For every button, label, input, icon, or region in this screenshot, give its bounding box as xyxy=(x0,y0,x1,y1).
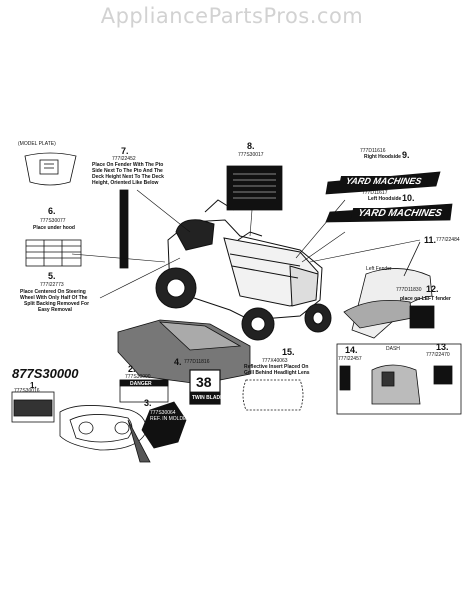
model-plate-icon xyxy=(24,152,77,186)
callout-12-number: 12. xyxy=(426,284,439,294)
decal-14-label xyxy=(339,365,351,391)
dash-label: DASH xyxy=(386,346,400,352)
callout-1-number: 1. xyxy=(30,381,37,390)
callout-6-part: 777S30077 xyxy=(40,218,66,224)
callout-4-number: 4. xyxy=(174,357,182,367)
callout-4-part: 777D11816 xyxy=(184,359,210,365)
model-plate-label: (MODEL PLATE) xyxy=(18,141,56,147)
callout-1-part: 777S30016 xyxy=(14,388,40,394)
callout-5-part: 777I22773 xyxy=(40,282,64,288)
decal-13-label xyxy=(433,365,453,385)
watermark: AppliancePartsPros.com xyxy=(100,4,364,28)
decal-15-insert xyxy=(242,379,304,411)
callout-5-line-4: Easy Removal xyxy=(38,307,72,313)
left-fender-label: Left Fender xyxy=(366,266,392,272)
callout-15-line-1: Reflective Insert Placed On xyxy=(244,364,309,370)
callout-9-part: 777D11616 xyxy=(360,148,386,154)
callout-5-number: 5. xyxy=(48,271,56,281)
callout-12-text: place on LEFT fender xyxy=(400,296,451,302)
brand-logo-left: YARD MACHINES xyxy=(350,208,449,219)
callout-5-line-1: Place Centered On Steering xyxy=(20,289,86,295)
callout-8-part: 777S30017 xyxy=(238,152,264,158)
callout-7-line-3: Deck Height Next To The Deck xyxy=(92,174,164,180)
callout-15-part: 777X40063 xyxy=(262,358,288,364)
callout-3-text: REF. IN MOLDED AREA xyxy=(150,416,205,422)
callout-14-part: 777I22457 xyxy=(338,356,362,362)
brand-logo-right: YARD MACHINES xyxy=(338,176,429,186)
twin-blade-text: TWIN BLADE xyxy=(192,395,224,401)
callout-15-number: 15. xyxy=(282,347,295,357)
callout-7-line-2: Side Next To The Pto And The xyxy=(92,168,163,174)
callout-9-text: Right Hoodside xyxy=(364,154,401,160)
callout-5-line-2: Wheel With Only Half Of The xyxy=(20,295,88,301)
callout-10-part: 777D11617 xyxy=(362,190,388,196)
callout-13-number: 13. xyxy=(436,342,449,352)
callout-9-number: 9. xyxy=(402,150,410,160)
callout-14-number: 14. xyxy=(345,345,358,355)
decal-38-text: 38 xyxy=(196,374,212,390)
callout-10-text: Left Hoodside xyxy=(368,196,402,202)
callout-2-number: 2. xyxy=(128,364,136,374)
kit-part-number: 877S30000 xyxy=(12,366,79,381)
decal-7-strip xyxy=(119,189,129,269)
callout-8-number: 8. xyxy=(247,141,255,151)
callout-7-number: 7. xyxy=(121,146,129,156)
callout-13-part: 777I22470 xyxy=(426,352,450,358)
callout-5-line-3: Split Backing Removed For xyxy=(24,301,90,307)
callout-15-line-2: Grill Behind Headlight Lens xyxy=(244,370,310,376)
callout-10-number: 10. xyxy=(402,193,415,203)
callout-7-line-1: Place On Fender With The Pto xyxy=(92,162,164,168)
callout-11-part: 777I22484 xyxy=(436,237,460,243)
callout-2-part: 777S30000 xyxy=(125,374,151,380)
tractor-illustration xyxy=(155,199,332,341)
decal-6-table xyxy=(25,239,82,267)
callout-7-part: 777I22452 xyxy=(112,156,136,162)
callout-7-line-4: Height, Oriented Like Below xyxy=(92,180,159,186)
callout-3-number: 3. xyxy=(144,398,152,408)
callout-6-number: 6. xyxy=(48,206,56,216)
decal-3-hexagon xyxy=(141,401,187,449)
callout-12-part: 777D11830 xyxy=(396,287,422,293)
decal-8-label xyxy=(226,165,283,211)
callout-11-number: 11. xyxy=(424,235,437,245)
callout-6-text: Place under hood xyxy=(33,225,75,231)
callout-3-part: 777S30064 xyxy=(150,410,176,416)
decal-11-label xyxy=(409,305,435,329)
danger-label: DANGER xyxy=(130,381,152,387)
